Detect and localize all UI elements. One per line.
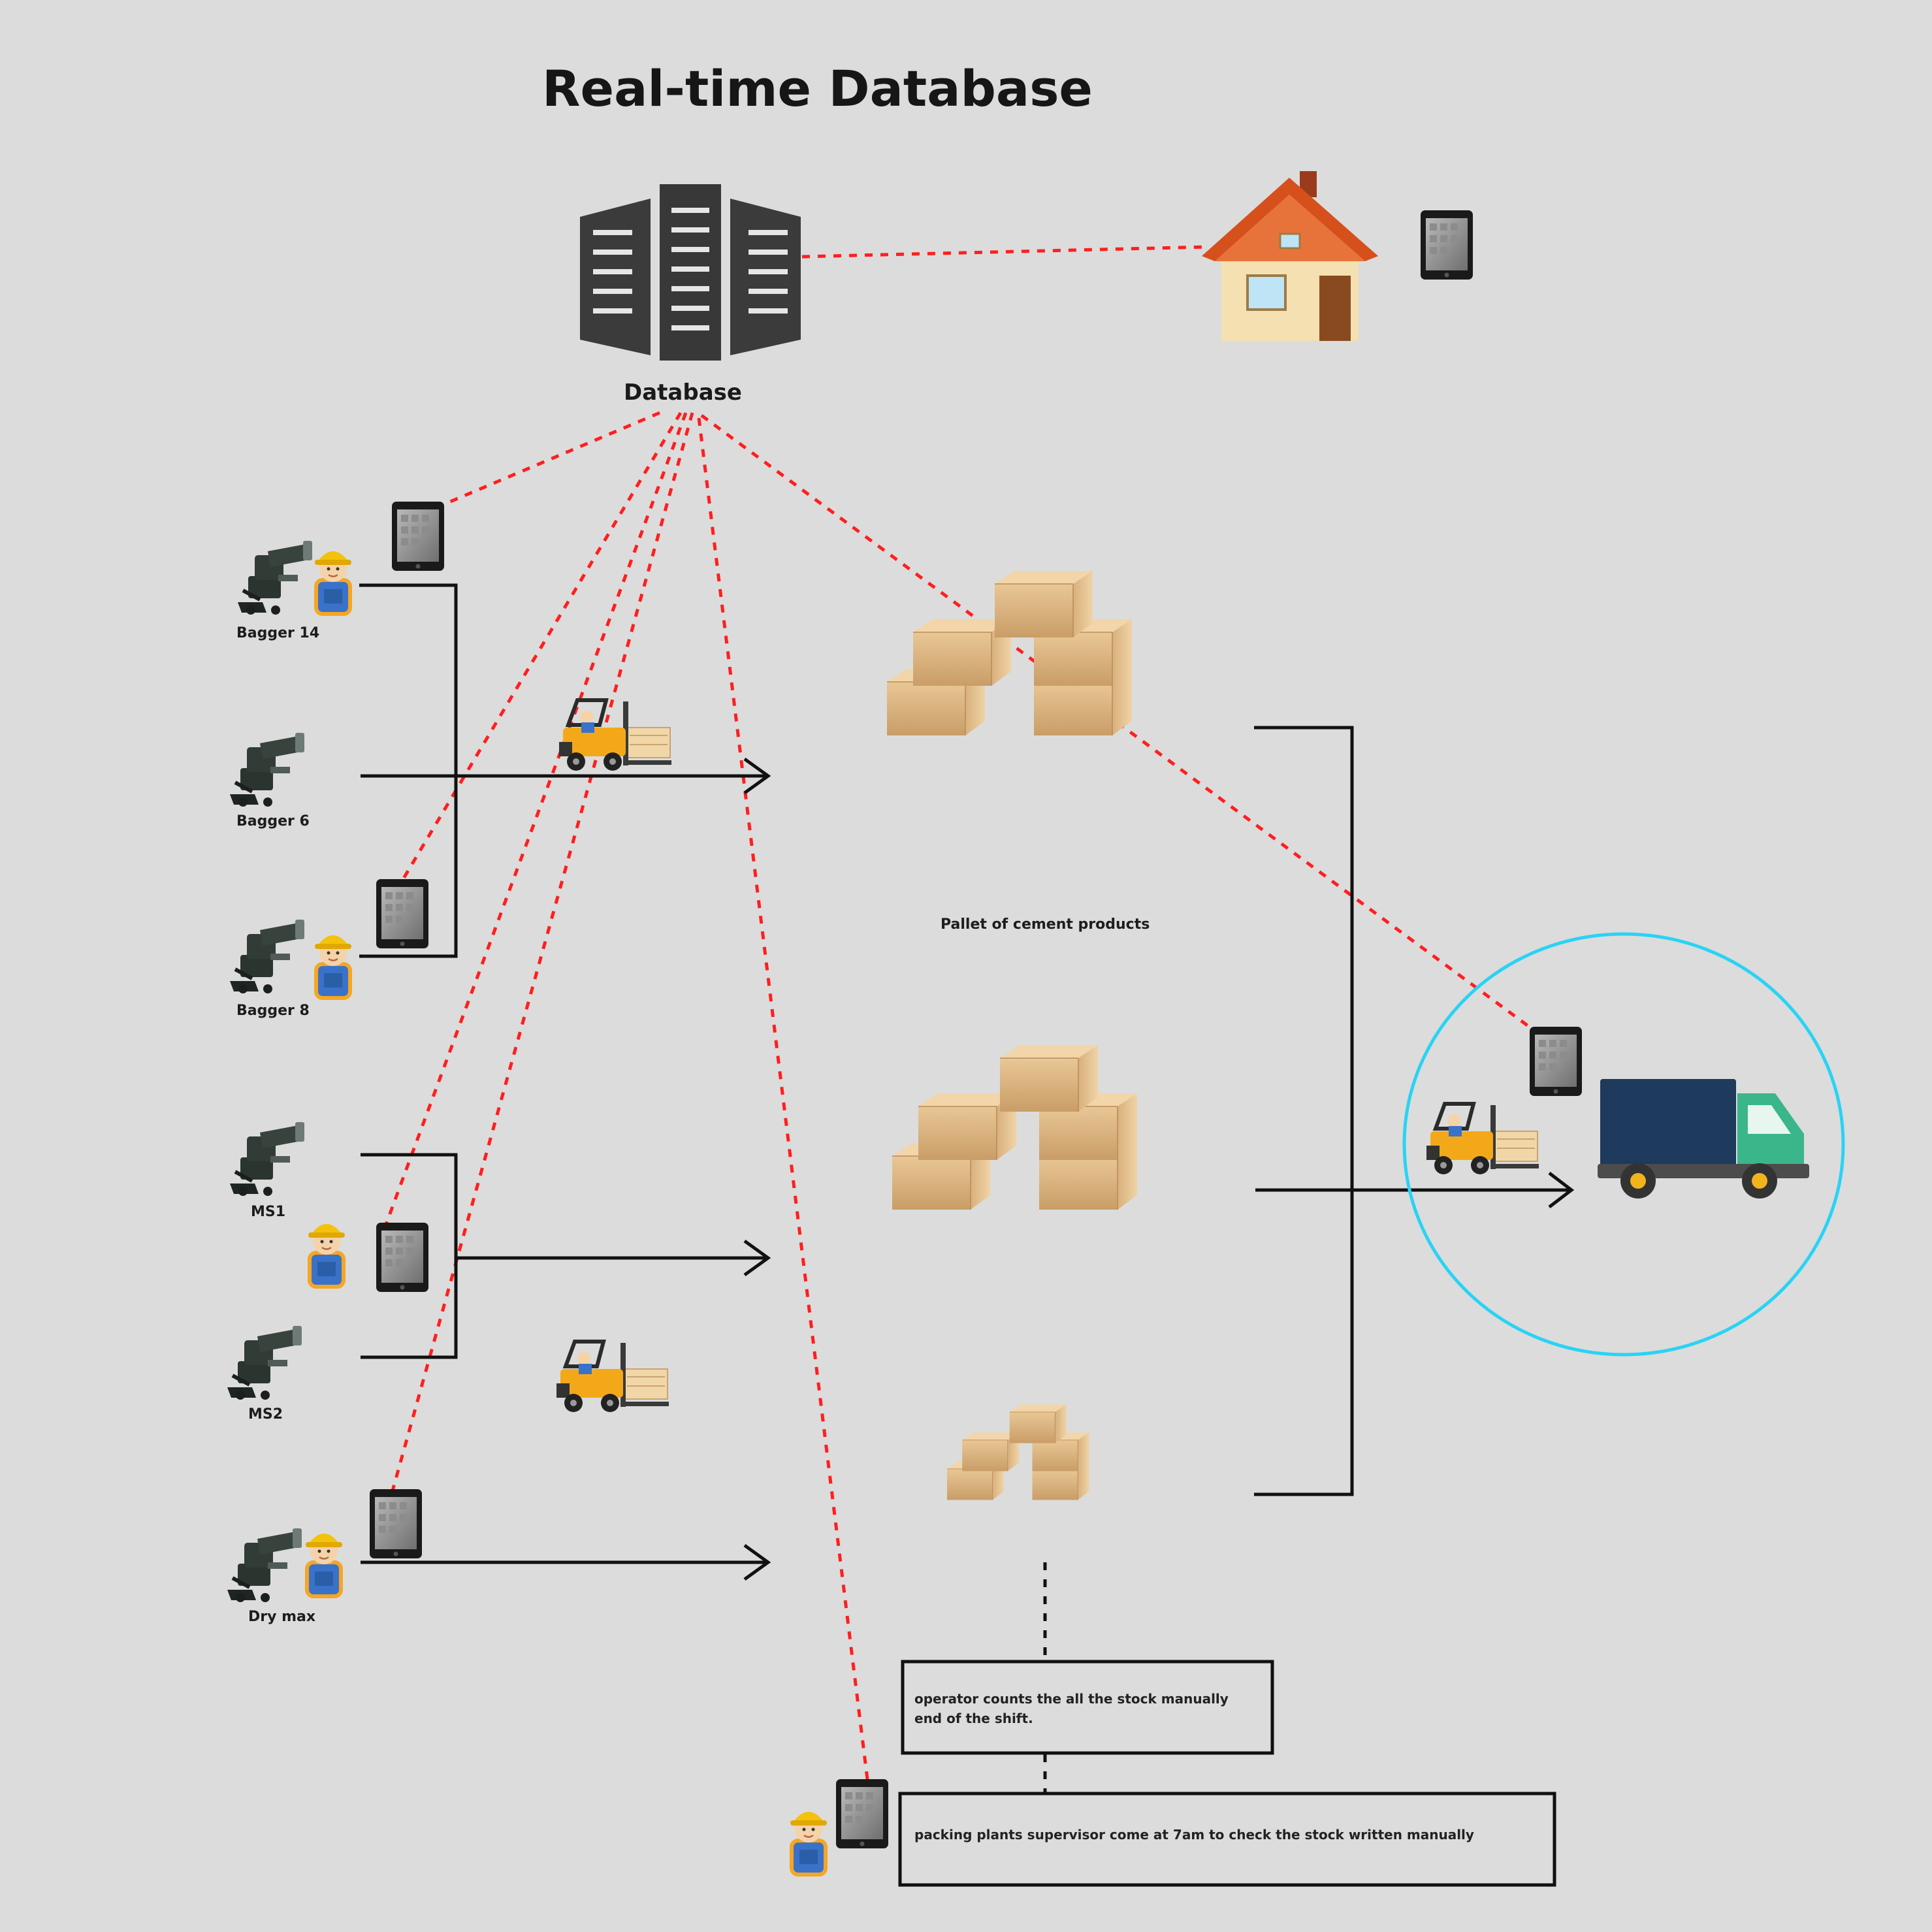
bracket-pallets xyxy=(1254,726,1354,1496)
machine-label-bagger6: Bagger 6 xyxy=(236,813,310,829)
bracket-baggers xyxy=(359,583,458,958)
operator-note: operator counts the all the stock manual… xyxy=(914,1691,1233,1726)
packing-machine-icon-ms2 xyxy=(227,1326,302,1400)
machine-label-drymax: Dry max xyxy=(248,1609,315,1625)
worker-icon-bagger8 xyxy=(315,935,351,998)
flow-arrow-baggers xyxy=(361,757,771,795)
flow-lines xyxy=(359,583,1575,1794)
worker-icon-ms xyxy=(308,1224,345,1287)
packing-machine-icon-bagger6 xyxy=(230,733,304,807)
worker-icon-bagger14 xyxy=(315,551,351,614)
forklift-icon-2 xyxy=(556,1342,669,1412)
machine-label-ms1: MS1 xyxy=(251,1204,285,1220)
operator-note-text: operator counts the all the stock manual… xyxy=(914,1691,1229,1707)
worker-icon-supervisor xyxy=(790,1812,827,1875)
database-label: Database xyxy=(624,379,742,406)
box-stack-icon-1 xyxy=(887,571,1132,735)
supervisor-note-box xyxy=(898,1792,1556,1887)
packing-machine-icon-ms1 xyxy=(230,1122,304,1196)
flow-arrow-drymax xyxy=(361,1543,771,1581)
box-stack-icon-3 xyxy=(947,1404,1089,1500)
pallet-label: Pallet of cement products xyxy=(941,916,1150,933)
tablet-icon-supervisor xyxy=(836,1779,888,1848)
supervisor-note: packing plants supervisor come at 7am to… xyxy=(914,1827,1474,1843)
tablet-icon-drymax xyxy=(370,1489,422,1558)
page-title: Real-time Database xyxy=(542,59,1093,118)
flow-arrow-dispatch xyxy=(1255,1172,1575,1208)
packing-machine-icon-drymax xyxy=(227,1528,302,1602)
flow-arrow-ms xyxy=(456,1239,771,1277)
connection-db-house xyxy=(801,245,1208,259)
connection-db-supervisor xyxy=(697,417,869,1780)
operator-note-text-line2: end of the shift. xyxy=(914,1711,1033,1726)
operator-note-box xyxy=(901,1660,1274,1755)
packing-machine-icon-bagger8 xyxy=(230,920,304,993)
connection-db-tablet-bagger8 xyxy=(400,411,683,882)
bracket-ms xyxy=(361,1153,458,1359)
packing-machine-icon-bagger14 xyxy=(238,541,312,615)
machine-label-bagger14: Bagger 14 xyxy=(236,625,319,641)
forklift-icon-dispatch xyxy=(1426,1104,1539,1174)
tablet-icon-office xyxy=(1421,210,1473,280)
truck-icon xyxy=(1598,1079,1809,1199)
tablet-icon-ms xyxy=(376,1223,428,1292)
machine-label-bagger8: Bagger 8 xyxy=(236,1003,310,1019)
dispatch-highlight-circle xyxy=(1402,932,1845,1357)
worker-icon-drymax xyxy=(306,1534,342,1596)
tablet-icon-bagger8 xyxy=(376,879,428,948)
connection-db-tablet-bagger14 xyxy=(443,411,660,506)
connection-db-tablet-ms xyxy=(381,412,688,1234)
database-server-icon xyxy=(580,184,801,361)
connection-db-tablet-drymax xyxy=(390,412,694,1494)
house-icon xyxy=(1202,171,1378,341)
data-connections xyxy=(381,245,1532,1780)
tablet-icon-dispatch xyxy=(1530,1027,1582,1096)
tablet-icon-bagger14 xyxy=(392,502,444,571)
machine-label-ms2: MS2 xyxy=(248,1406,283,1423)
box-stack-icon-2 xyxy=(892,1045,1137,1210)
